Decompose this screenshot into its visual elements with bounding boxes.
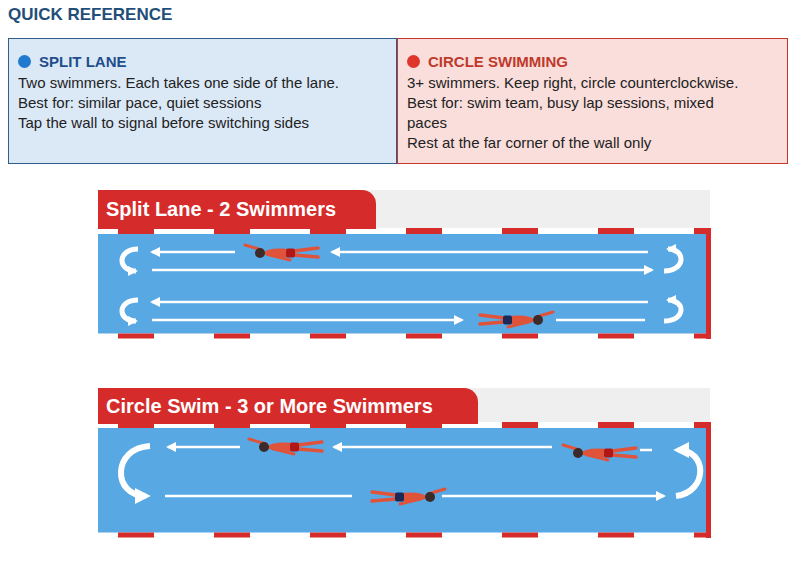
pool-edge: [98, 533, 710, 538]
flow-arrow: [165, 495, 352, 498]
card-heading: SPLIT LANE: [39, 53, 127, 70]
pool-wall: [706, 228, 711, 339]
flow-arrow: [334, 446, 552, 449]
turn-arrow: [664, 300, 681, 321]
pool-water: [98, 423, 710, 537]
flow-arrow: [152, 269, 652, 272]
flow-arrows: [121, 446, 700, 496]
turn-arrow: [676, 450, 700, 496]
status-dot: [18, 55, 31, 68]
card-heading-row: CIRCLE SWIMMING: [407, 51, 778, 73]
panel-tab: Split Lane - 2 Swimmers: [98, 190, 376, 229]
panel-title: Split Lane - 2 Swimmers: [106, 198, 336, 220]
swimmer-figure: [245, 245, 318, 260]
swimmer-figure: [249, 439, 322, 454]
flow-arrow: [442, 495, 664, 498]
flow-arrow: [168, 446, 240, 449]
circle-swim-pool: [98, 388, 711, 538]
flow-arrows: [122, 249, 681, 321]
flow-arrow: [332, 251, 648, 254]
card-text: Two swimmers. Each takes one side of the…: [18, 73, 387, 93]
header-band: [98, 388, 710, 424]
card-heading: CIRCLE SWIMMING: [428, 53, 568, 70]
pool-water: [98, 230, 710, 338]
card-text: Best for: similar pace, quiet sessions: [18, 93, 387, 113]
panel-title: Circle Swim - 3 or More Swimmers: [106, 395, 433, 417]
swimmer-figure: [480, 312, 553, 327]
flow-arrow: [152, 301, 648, 304]
flow-arrow: [152, 319, 462, 322]
page-title: QUICK REFERENCE: [8, 5, 172, 25]
turn-arrow: [122, 300, 138, 321]
swimmer-figure: [372, 489, 445, 504]
pool-edge: [98, 334, 710, 339]
flow-arrow: [152, 251, 235, 254]
card-text: 3+ swimmers. Keep right, circle counterc…: [407, 73, 778, 93]
pool-wall: [706, 422, 711, 538]
pool-edge: [98, 334, 710, 339]
status-dot: [407, 55, 420, 68]
pool-edge: [98, 533, 710, 538]
card-text: Best for: swim team, busy lap sessions, …: [407, 93, 737, 133]
card-heading-row: SPLIT LANE: [18, 51, 387, 73]
turn-arrow: [664, 249, 681, 271]
info-card: CIRCLE SWIMMING 3+ swimmers. Keep right, …: [397, 38, 788, 164]
info-card: SPLIT LANE Two swimmers. Each takes one s…: [8, 38, 397, 164]
card-text: Rest at the far corner of the wall only: [407, 133, 778, 153]
turn-arrow: [121, 446, 150, 496]
flow-arrow: [640, 449, 652, 452]
panel-tab: Circle Swim - 3 or More Swimmers: [98, 388, 478, 424]
split-lane-pool: [98, 190, 711, 339]
swimmer-figure: [563, 445, 636, 460]
flow-arrow: [556, 319, 645, 322]
turn-arrow: [122, 249, 138, 271]
header-band: [98, 190, 710, 230]
card-text: Tap the wall to signal before switching …: [18, 113, 387, 133]
